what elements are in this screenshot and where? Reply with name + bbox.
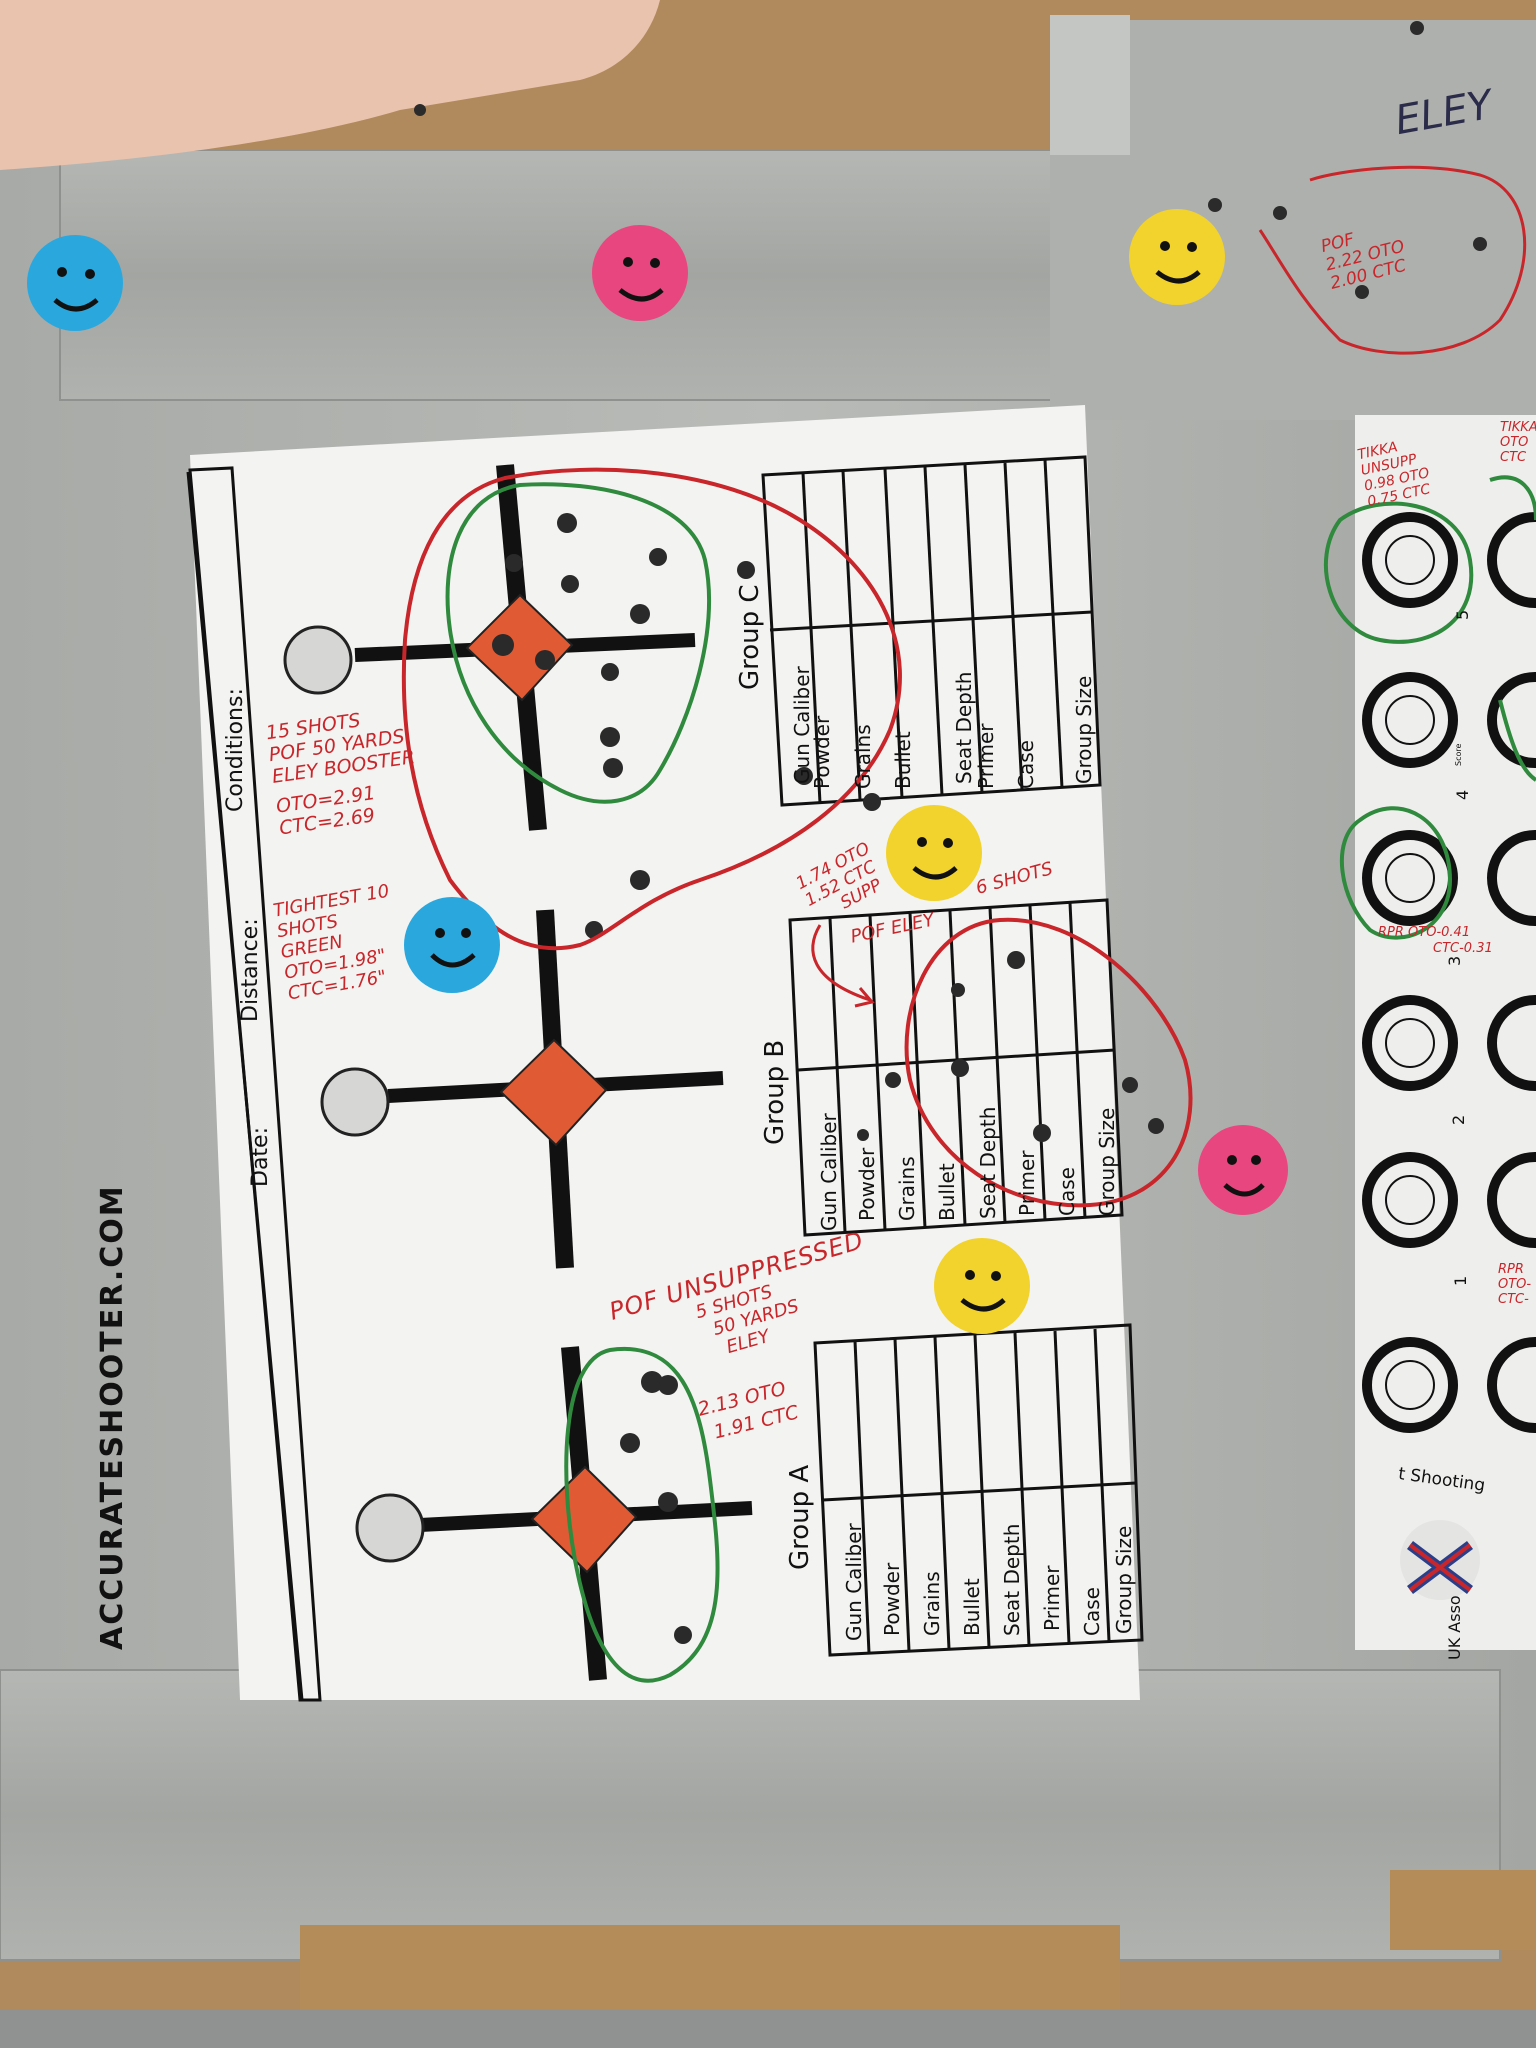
table-c-label-seat-depth: Seat Depth xyxy=(952,671,976,784)
cardboard-bottom-right xyxy=(1390,1870,1536,1950)
group-b-title: Group B xyxy=(760,1039,790,1145)
header-date-label: Date: xyxy=(248,1127,273,1187)
table-a-label-powder: Powder xyxy=(880,1562,904,1636)
note-group-c: 15 SHOTS POF 50 YARDS ELEY BOOSTER OTO=2… xyxy=(264,703,423,839)
note-right-sheet-rpr-2: RPR OTO- CTC- xyxy=(1498,1262,1531,1307)
red-ink-circle-b xyxy=(904,917,1193,1208)
group-a-title: Group A xyxy=(785,1464,815,1570)
red-ink-circle-c xyxy=(401,467,902,951)
ink-loop-top-right xyxy=(1258,165,1527,355)
note-line: CTC xyxy=(1500,450,1527,465)
smiley-sticker-blue-mid xyxy=(404,897,500,993)
table-b-label-gun-caliber: Gun Caliber xyxy=(817,1113,841,1231)
table-a-label-primer: Primer xyxy=(1040,1565,1064,1632)
green-ink-circle-a xyxy=(564,1346,720,1683)
smiley-sticker-yellow-low xyxy=(934,1238,1030,1334)
table-b-label-case: Case xyxy=(1055,1167,1079,1216)
tape-strip-vertical xyxy=(1050,15,1130,155)
right-sheet-number-1: 1 xyxy=(1451,1275,1470,1286)
header-distance-label: Distance: xyxy=(238,918,263,1022)
table-c-label-case: Case xyxy=(1014,740,1038,789)
table-c-label-powder: Powder xyxy=(810,715,834,789)
table-a-label-grains: Grains xyxy=(920,1571,944,1636)
smiley-sticker-yellow-mid xyxy=(886,805,982,901)
header-conditions-label: Conditions: xyxy=(223,688,248,812)
note-line: OTO-0.41 xyxy=(1408,925,1471,940)
note-line: RPR xyxy=(1498,1262,1524,1277)
right-sheet-org: UK Asso xyxy=(1445,1595,1464,1660)
note-right-sheet-rpr: RPR OTO-0.41 CTC-0.31 xyxy=(1378,925,1493,957)
right-sheet-emblem xyxy=(1400,1520,1480,1600)
right-sheet-number-5: 5 xyxy=(1453,609,1472,620)
table-a-label-bullet: Bullet xyxy=(960,1578,984,1636)
smiley-sticker-blue-top xyxy=(27,235,123,331)
data-table-b xyxy=(788,898,1124,1237)
table-a-label-group-size: Group Size xyxy=(1112,1525,1136,1634)
right-target-sheet xyxy=(1355,415,1536,1650)
table-c-label-primer: Primer xyxy=(974,723,998,790)
data-table-a xyxy=(813,1323,1144,1657)
table-b-label-group-size: Group Size xyxy=(1095,1107,1119,1216)
right-sheet-score-label: Score xyxy=(1454,743,1463,766)
target-c xyxy=(283,464,696,831)
floor xyxy=(0,2010,1536,2048)
note-line: CTC-0.31 xyxy=(1433,941,1493,956)
table-a-label-gun-caliber: Gun Caliber xyxy=(842,1523,866,1641)
tape-strip-top-right xyxy=(1050,20,1536,420)
table-c-label-bullet: Bullet xyxy=(891,731,915,789)
table-b-label-bullet: Bullet xyxy=(935,1163,959,1221)
table-a-label-seat-depth: Seat Depth xyxy=(1000,1523,1024,1636)
right-sheet-number-2: 2 xyxy=(1449,1114,1468,1125)
table-b-label-grains: Grains xyxy=(895,1156,919,1221)
table-a-label-case: Case xyxy=(1080,1587,1104,1636)
cardboard-bottom xyxy=(300,1925,1120,2015)
table-c-label-grains: Grains xyxy=(851,724,875,789)
target-b xyxy=(320,909,724,1269)
target-sheet xyxy=(190,405,1140,1700)
note-right-sheet-tikka: TIKKA UNSUPP 0.98 OTO 0.75 CTC xyxy=(1356,434,1434,510)
note-line: TIKKA xyxy=(1500,420,1536,435)
note-line: OTO xyxy=(1500,435,1529,450)
green-ink-circle-c xyxy=(445,482,711,804)
table-b-label-powder: Powder xyxy=(855,1147,879,1221)
table-c-label-group-size: Group Size xyxy=(1072,675,1096,784)
table-b-label-primer: Primer xyxy=(1015,1150,1039,1217)
note-line: RPR xyxy=(1378,925,1404,940)
bullet-holes xyxy=(492,513,1164,1644)
group-c-title: Group C xyxy=(735,584,765,690)
note-tightest: TIGHTEST 10 SHOTS GREEN OTO=1.98" CTC=1.… xyxy=(272,881,406,1005)
right-sheet-number-4: 4 xyxy=(1453,789,1472,800)
hand xyxy=(0,0,660,170)
right-sheet-number-3: 3 xyxy=(1445,955,1464,966)
smiley-sticker-pink-right xyxy=(1198,1125,1288,1215)
tape-strip-bottom xyxy=(0,1669,1501,1961)
note-line: CTC- xyxy=(1498,1292,1529,1307)
site-logo-text: AccurateShooter.com xyxy=(95,1184,130,1650)
table-c-label-gun-caliber: Gun Caliber xyxy=(790,666,814,784)
right-sheet-bullseyes xyxy=(1362,512,1536,1433)
right-sheet-green-ink xyxy=(1324,475,1536,940)
smiley-sticker-pink-top xyxy=(592,225,688,321)
table-b-label-seat-depth: Seat Depth xyxy=(976,1106,1000,1219)
note-line: OTO- xyxy=(1498,1277,1532,1292)
note-right-sheet-tikka-2: TIKKA OTO CTC xyxy=(1500,420,1536,465)
red-ink-arrow xyxy=(811,924,875,1008)
smiley-sticker-yellow-top xyxy=(1129,209,1225,305)
